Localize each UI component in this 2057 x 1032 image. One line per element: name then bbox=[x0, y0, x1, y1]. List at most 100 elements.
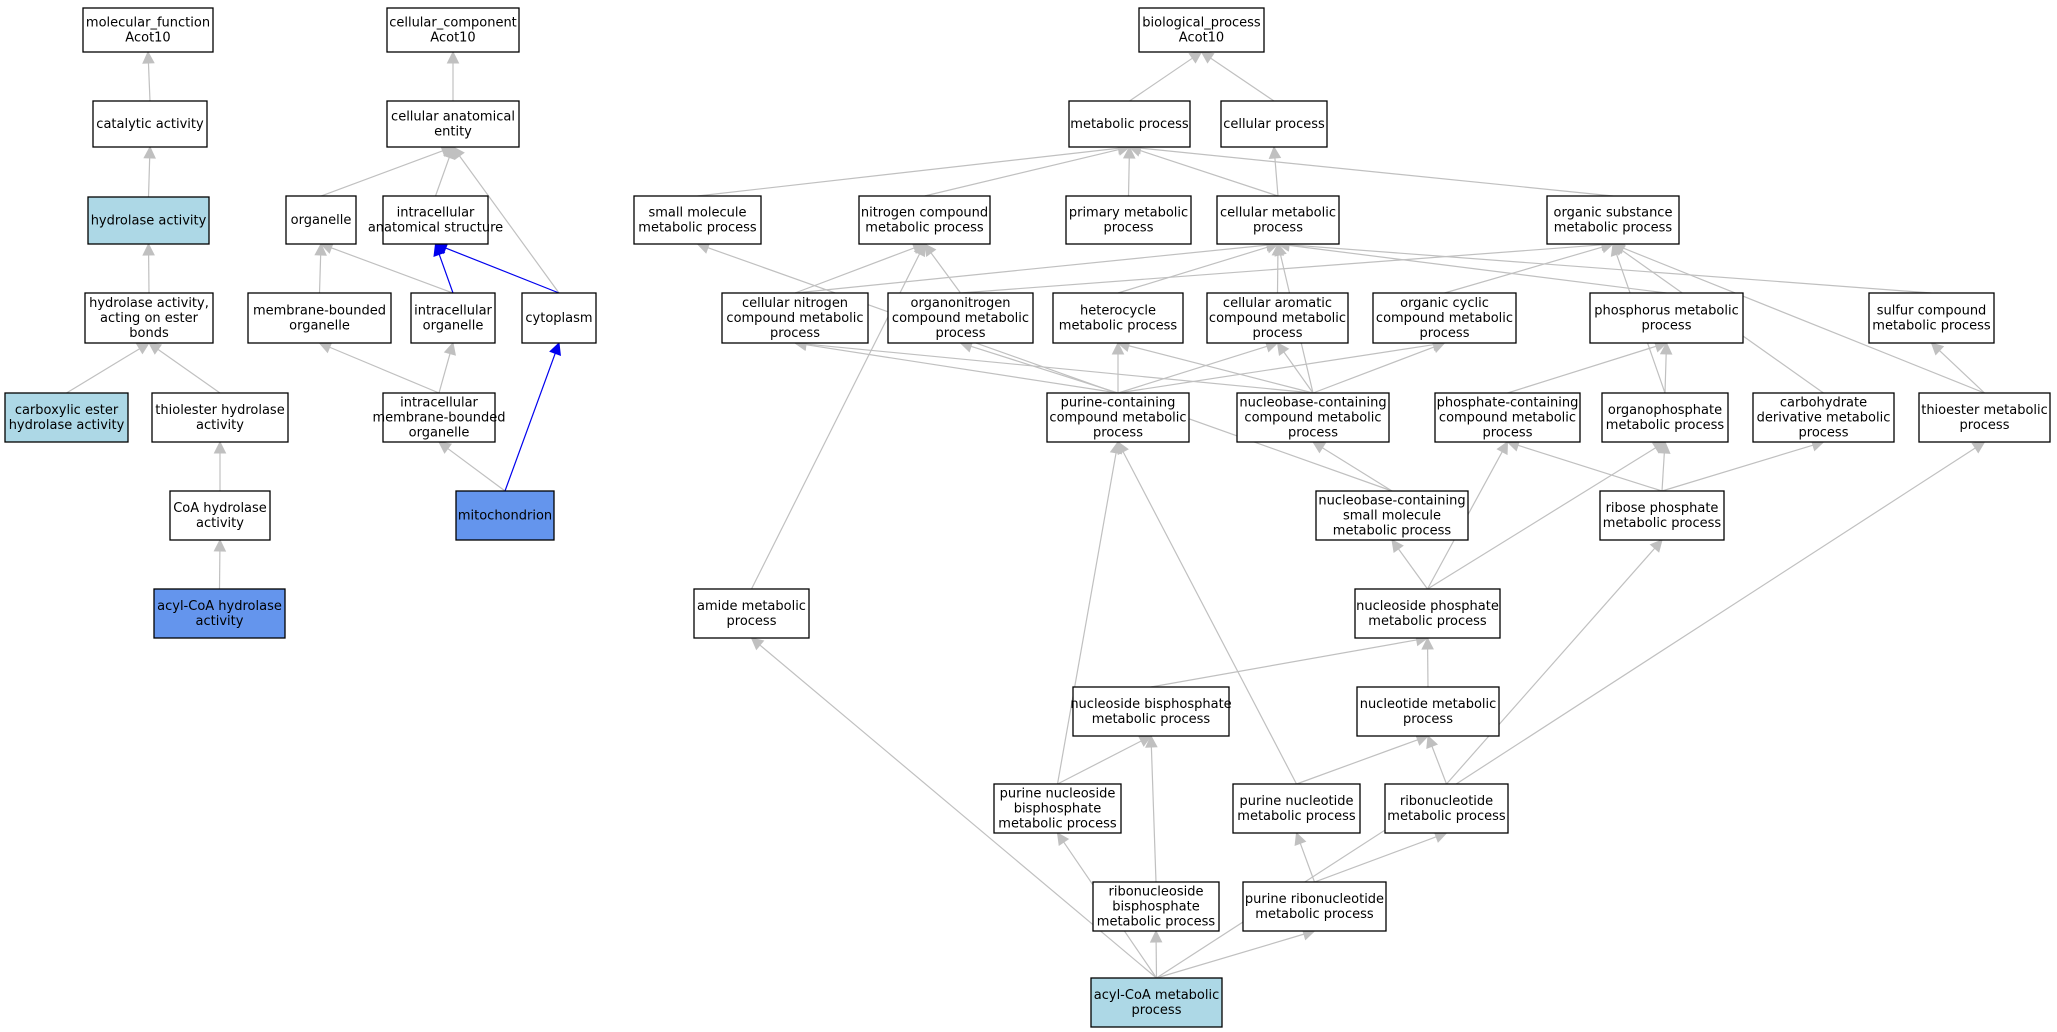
node-box bbox=[1206, 292, 1349, 344]
node-box bbox=[285, 195, 357, 245]
node-label: hydrolase activity bbox=[9, 418, 125, 433]
edge-nitroComp-to-metab bbox=[924, 143, 1131, 197]
node-label: heterocycle bbox=[1080, 304, 1156, 319]
node-box bbox=[1315, 490, 1469, 541]
node-label: metabolic process bbox=[1097, 915, 1216, 930]
node-organelle[interactable]: organelle bbox=[285, 195, 357, 245]
node-box bbox=[386, 100, 520, 148]
node-box bbox=[1354, 588, 1501, 639]
edge-purRibonuc-to-ribonucleotide bbox=[1314, 831, 1448, 883]
edge-nucleobaseCont-to-orgCyclic bbox=[1312, 341, 1446, 394]
node-label: process bbox=[1403, 712, 1453, 727]
edge-acylCoaMetab-to-purRibonuc bbox=[1156, 928, 1316, 979]
edge-purNucleotide-to-nucleotide bbox=[1296, 734, 1430, 785]
node-box bbox=[1752, 392, 1895, 443]
node-label: ribose phosphate bbox=[1606, 501, 1719, 516]
node-box bbox=[1216, 195, 1340, 245]
node-box bbox=[1589, 292, 1744, 344]
node-label: acyl-CoA hydrolase bbox=[157, 599, 282, 614]
node-box bbox=[1090, 977, 1223, 1028]
node-label: organelle bbox=[291, 213, 352, 228]
node-box bbox=[1046, 392, 1190, 443]
node-label: organic substance bbox=[1554, 206, 1673, 221]
node-box bbox=[1220, 100, 1328, 148]
node-metab[interactable]: metabolic process bbox=[1068, 100, 1191, 148]
node-label: sulfur compound bbox=[1877, 304, 1987, 319]
edge-heterocycle-to-cellMetab bbox=[1117, 241, 1280, 294]
node-box bbox=[1242, 881, 1387, 932]
node-label: organonitrogen bbox=[911, 296, 1011, 311]
node-hydrolase[interactable]: hydrolase activity bbox=[87, 196, 210, 245]
node-box bbox=[153, 588, 286, 639]
node-label: process bbox=[1253, 221, 1303, 236]
node-label: organelle bbox=[289, 319, 350, 334]
edge-mito-to-intraMembOrg bbox=[438, 441, 506, 492]
node-label: membrane-bounded bbox=[372, 411, 505, 426]
node-box bbox=[521, 292, 597, 344]
edge-cellProc-to-bp bbox=[1200, 51, 1275, 102]
node-label: hydrolase activity bbox=[91, 214, 207, 229]
node-box bbox=[82, 7, 214, 53]
edge-nucPhos-to-nbSmallMol bbox=[1391, 539, 1428, 590]
node-label: Acot10 bbox=[125, 31, 170, 46]
node-cytoplasm[interactable]: cytoplasm bbox=[521, 292, 597, 344]
node-label: metabolic process bbox=[1872, 319, 1991, 334]
node-label: cellular metabolic bbox=[1220, 206, 1336, 221]
node-label: ribonucleoside bbox=[1109, 885, 1204, 900]
node-cellProc[interactable]: cellular process bbox=[1220, 100, 1328, 148]
node-catalytic[interactable]: catalytic activity bbox=[92, 100, 208, 148]
node-mito[interactable]: mitochondrion bbox=[455, 490, 555, 541]
node-label: intracellular bbox=[400, 396, 478, 411]
edge-purNucleotide-to-purineCont bbox=[1117, 441, 1298, 785]
node-box bbox=[1232, 783, 1361, 834]
node-label: amide metabolic bbox=[697, 599, 806, 614]
node-label: entity bbox=[434, 125, 472, 140]
node-label: process bbox=[1799, 426, 1849, 441]
edge-hydrolase-to-catalytic bbox=[143, 145, 156, 198]
